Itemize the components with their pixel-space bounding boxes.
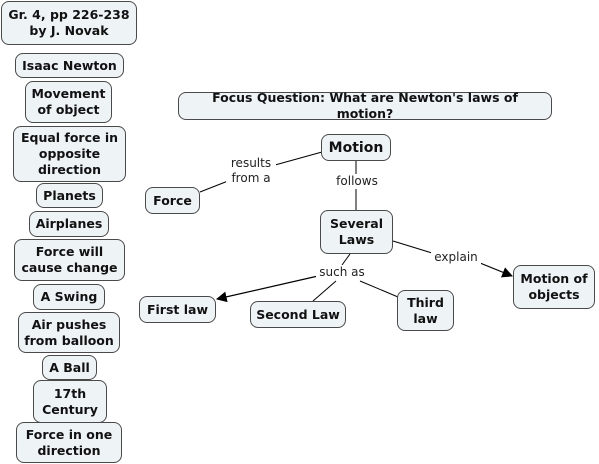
node-movement-of-object: Movement of object xyxy=(25,81,112,123)
node-first-law: First law xyxy=(139,296,216,323)
focus-question: Focus Question: What are Newton's laws o… xyxy=(178,90,552,121)
node-17th-century: 17th Century xyxy=(33,380,107,423)
node-motion: Motion xyxy=(321,134,391,161)
link-explain: explain xyxy=(431,250,481,265)
arrow-explain-motionobjects xyxy=(479,262,514,278)
node-a-swing: A Swing xyxy=(33,284,105,310)
node-equal-force: Equal force in opposite direction xyxy=(13,126,126,182)
link-follows: follows xyxy=(333,174,381,189)
node-air-pushes: Air pushes from balloon xyxy=(18,312,120,353)
node-planets: Planets xyxy=(36,183,103,208)
link-results-from-a: results from a xyxy=(226,156,276,186)
node-isaac-newton: Isaac Newton xyxy=(15,53,124,78)
node-force-in-one-direction: Force in one direction xyxy=(16,422,122,463)
link-such-as: such as xyxy=(316,265,368,280)
line-laws-suchas xyxy=(341,253,351,266)
node-third-law: Third law xyxy=(397,290,454,331)
arrow-suchas-firstlaw xyxy=(215,275,319,303)
node-source-citation: Gr. 4, pp 226-238 by J. Novak xyxy=(1,1,137,45)
node-airplanes: Airplanes xyxy=(29,211,109,237)
line-motion-results xyxy=(274,151,323,166)
node-several-laws: Several Laws xyxy=(320,210,393,254)
node-second-law: Second Law xyxy=(250,301,346,328)
node-a-ball: A Ball xyxy=(42,355,97,380)
node-force-will-cause-change: Force will cause change xyxy=(14,239,125,281)
line-suchas-secondlaw xyxy=(312,280,337,302)
line-results-force xyxy=(199,180,229,193)
line-suchas-thirdlaw xyxy=(359,280,399,298)
line-laws-explain xyxy=(392,240,433,254)
node-force: Force xyxy=(145,187,200,214)
node-motion-of-objects: Motion of objects xyxy=(513,265,595,309)
